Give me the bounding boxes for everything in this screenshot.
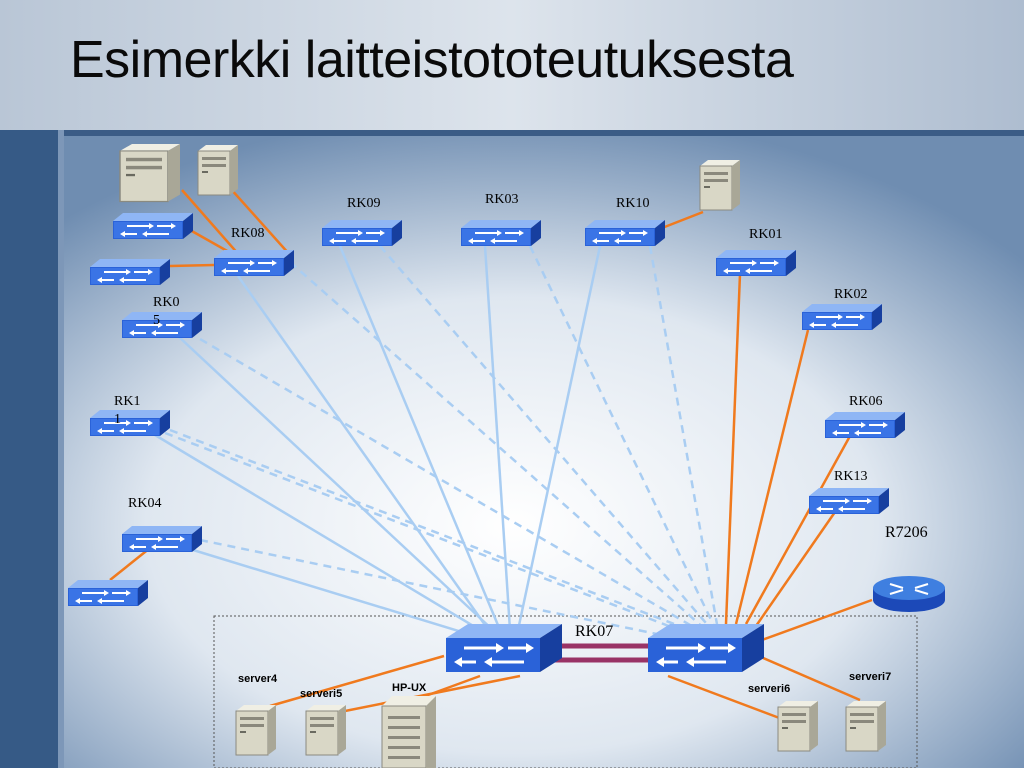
label-rk08: RK08 — [231, 226, 265, 241]
server-icon-hpux — [381, 696, 436, 768]
label-r7206: R7206 — [885, 524, 928, 541]
switch-rk02 — [801, 303, 883, 331]
server-room-boundary — [213, 615, 918, 768]
label-rk11-line2: 1 — [114, 412, 121, 427]
label-rk13: RK13 — [834, 469, 868, 484]
label-rk05-line1: RK0 — [153, 295, 180, 310]
label-hpux: HP-UX — [392, 682, 427, 694]
switch-rk11 — [89, 409, 171, 437]
switch-rk10 — [584, 219, 666, 247]
switch-rk01 — [715, 249, 797, 277]
label-rk09: RK09 — [347, 196, 381, 211]
switch-rk04 — [121, 525, 203, 553]
slide-title: Esimerkki laitteistototeutuksesta — [70, 31, 794, 89]
switch-rk06 — [824, 411, 906, 439]
switch-rk08 — [213, 249, 295, 277]
server-icon-top-2 — [197, 144, 239, 196]
server-icon-top-3 — [699, 159, 741, 211]
fiber-links-solid — [149, 245, 602, 642]
label-server4: server4 — [238, 673, 278, 685]
server-icon-serveri7 — [845, 700, 887, 752]
label-rk05-line2: 5 — [153, 313, 160, 328]
switch-unlabeled-1 — [112, 212, 194, 240]
server-icon-serveri6 — [777, 700, 819, 752]
switch-unlabeled-2 — [89, 258, 171, 286]
label-serveri6: serveri6 — [748, 683, 791, 695]
switch-rk13 — [808, 487, 890, 515]
label-rk11-line1: RK1 — [114, 394, 141, 409]
label-rk04: RK04 — [128, 496, 162, 511]
label-serveri7: serveri7 — [849, 671, 892, 683]
switch-rk05 — [121, 311, 203, 339]
core-trunk — [553, 643, 655, 663]
server-icon-top-1 — [119, 143, 181, 203]
label-rk10: RK10 — [616, 196, 650, 211]
copper-links — [109, 187, 873, 724]
label-serveri5: serveri5 — [300, 688, 343, 700]
switch-unlabeled-3 — [67, 579, 149, 607]
server-icon-serveri5 — [305, 704, 347, 756]
core-switch-rk07-a — [444, 622, 564, 674]
label-rk02: RK02 — [834, 287, 868, 302]
switch-rk03 — [460, 219, 542, 247]
label-rk07: RK07 — [575, 623, 614, 640]
label-rk03: RK03 — [485, 192, 519, 207]
core-switch-rk07-b — [646, 622, 766, 674]
label-rk01: RK01 — [749, 227, 783, 242]
label-rk06: RK06 — [849, 394, 883, 409]
server-icon-server4 — [235, 704, 277, 756]
router-icon — [873, 576, 945, 612]
switch-rk09 — [321, 219, 403, 247]
fiber-links-dashed — [151, 245, 720, 644]
